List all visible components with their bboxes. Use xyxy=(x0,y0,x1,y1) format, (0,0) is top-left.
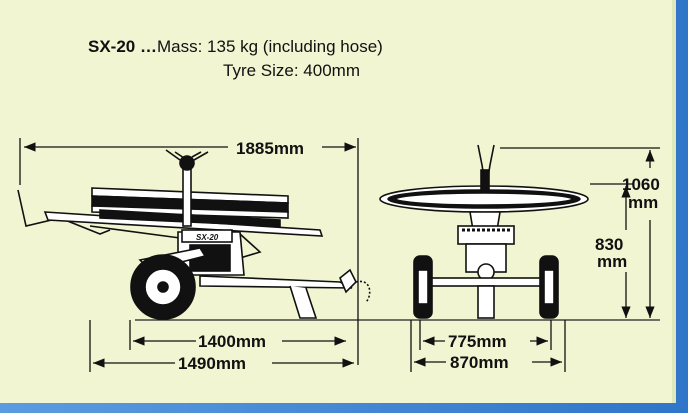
machine-label: SX-20 xyxy=(196,233,219,242)
engine-nameplate xyxy=(181,229,233,243)
reel-disc-core xyxy=(395,192,573,206)
dim-overall-length: 1490mm xyxy=(178,354,246,373)
spec-line-2: Tyre Size: 400mm xyxy=(88,59,508,83)
spec-line-1: SX-20 …Mass: 135 kg (including hose) xyxy=(88,35,508,59)
dim-track-width: 775mm xyxy=(448,332,507,351)
side-view xyxy=(17,149,371,320)
sprinkler-arm-left xyxy=(165,149,185,161)
dim-overall-width: 870mm xyxy=(450,353,509,372)
front-wheel-right-rim xyxy=(543,269,555,305)
side-wheel-hub xyxy=(157,281,169,293)
drawbar xyxy=(199,275,353,289)
riser-pipe xyxy=(182,167,192,227)
gear-housing xyxy=(457,225,515,245)
tyre-size-text: Tyre Size: 400mm xyxy=(223,61,360,80)
front-wheel-left-rim xyxy=(417,269,429,305)
model-name: SX-20 … xyxy=(88,37,157,56)
front-leg xyxy=(477,285,495,319)
front-riser xyxy=(480,169,490,193)
front-view xyxy=(379,144,589,319)
sprinkler-hub xyxy=(179,155,195,171)
dim-wheelbase: 1400mm xyxy=(198,332,266,351)
front-axle xyxy=(423,277,549,287)
tow-hitch xyxy=(339,268,357,294)
dim-height-total-unit: mm xyxy=(628,193,658,212)
safety-chain xyxy=(355,280,371,303)
dim-height-reel-value: 830 xyxy=(595,235,623,254)
dim-height-total-value: 1060 xyxy=(622,175,660,194)
support-leg xyxy=(289,285,318,319)
dim-total-length: 1885mm xyxy=(236,139,304,158)
mass-text: Mass: 135 kg (including hose) xyxy=(156,37,383,56)
sprinkler-arm-right xyxy=(191,151,209,161)
spec-block: SX-20 …Mass: 135 kg (including hose) Tyr… xyxy=(88,35,508,83)
dim-height-reel-unit: mm xyxy=(597,252,627,271)
